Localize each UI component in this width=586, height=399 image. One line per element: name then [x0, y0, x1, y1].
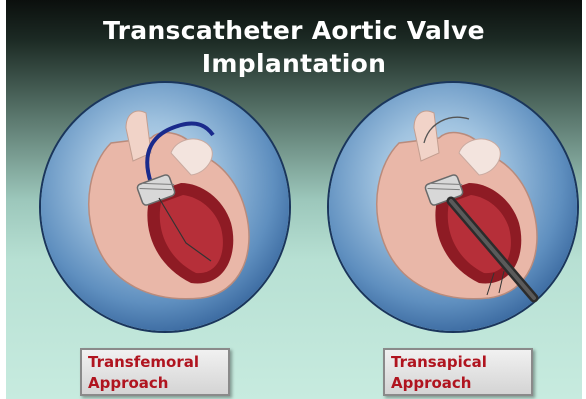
title-line-1: Transcatheter Aortic Valve [6, 14, 582, 47]
slide-title: Transcatheter Aortic Valve Implantation [6, 14, 582, 80]
label-line-1: Transapical [391, 352, 525, 373]
transapical-approach-label: Transapical Approach [383, 348, 533, 396]
heart-transapical-image [329, 83, 577, 331]
label-line-2: Approach [88, 373, 222, 394]
transapical-illustration [329, 83, 577, 331]
transfemoral-illustration [41, 83, 289, 331]
title-line-2: Implantation [6, 47, 582, 80]
label-line-2: Approach [391, 373, 525, 394]
label-line-1: Transfemoral [88, 352, 222, 373]
heart-transfemoral-image [41, 83, 289, 331]
slide: Transcatheter Aortic Valve Implantation [6, 0, 582, 399]
transfemoral-approach-label: Transfemoral Approach [80, 348, 230, 396]
